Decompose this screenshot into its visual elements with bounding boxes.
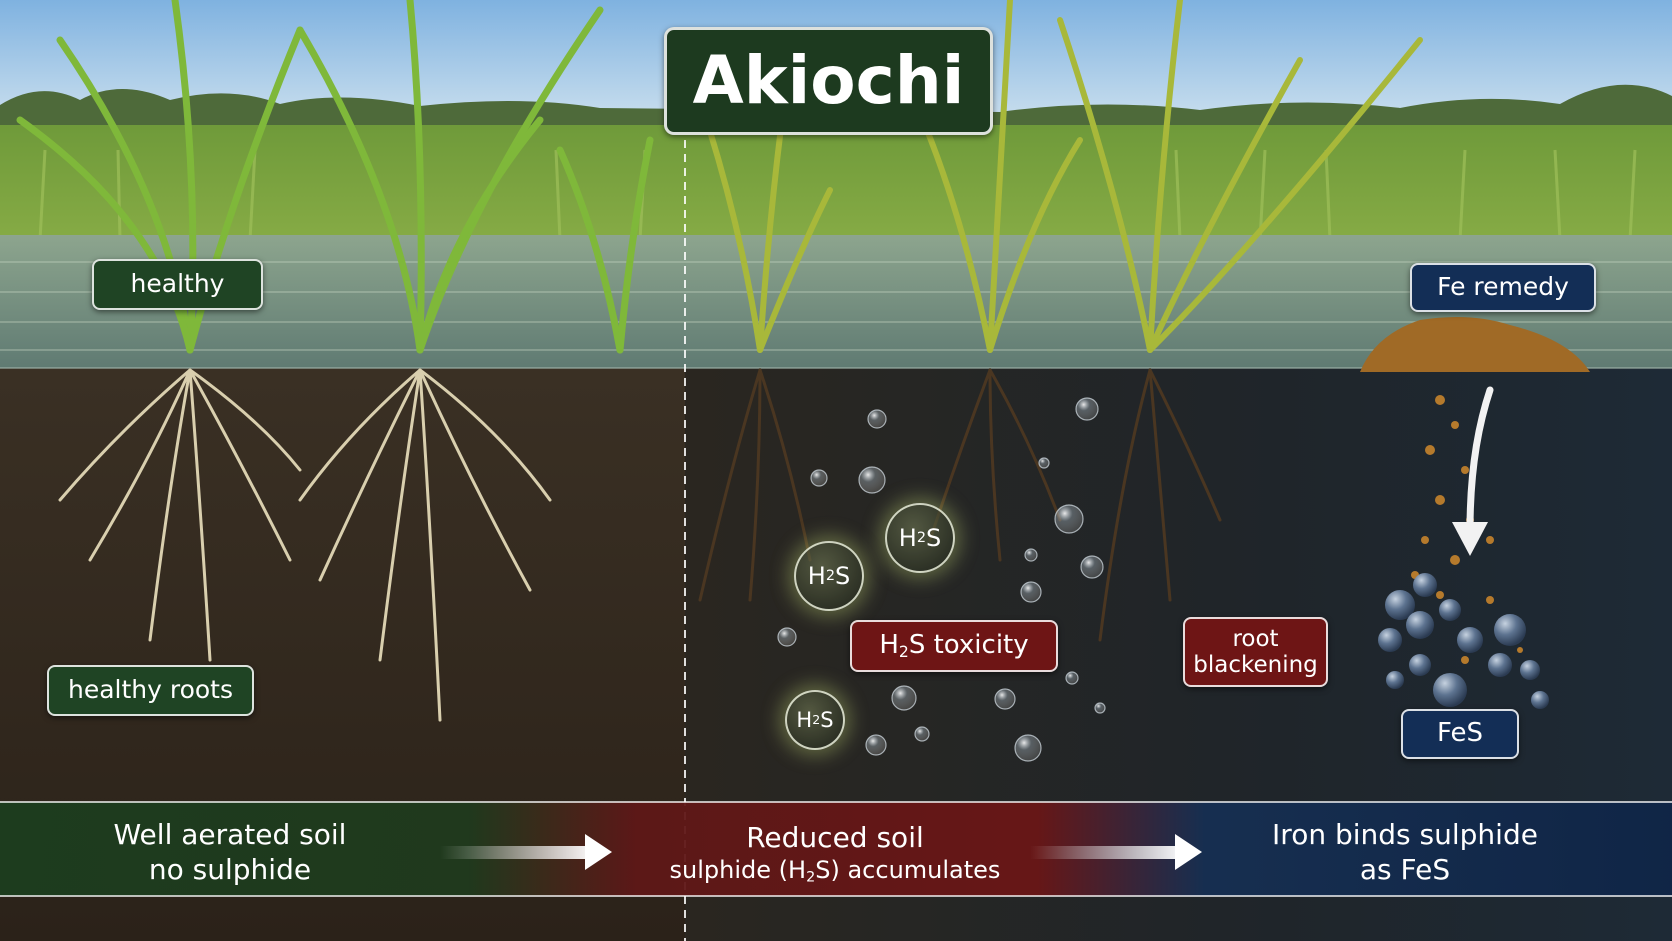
fes-label: FeS (1401, 709, 1519, 759)
root-blackening-label: root blackening (1183, 617, 1328, 687)
page-title: Akiochi (664, 27, 993, 135)
h2s-toxicity-subscript: 2 (898, 642, 909, 661)
stage-aerated-line1: Well aerated soil (113, 818, 347, 851)
h2s-bubble-s: S (925, 524, 942, 552)
stage-aerated-text: Well aerated soil no sulphide (80, 812, 380, 892)
h2s-bubble-s: S (834, 562, 851, 590)
h2s-toxicity-rest: S toxicity (908, 630, 1029, 661)
h2s-toxicity-text: H2S toxicity (879, 630, 1029, 661)
stage-aerated-line2: no sulphide (148, 853, 312, 886)
root-blackening-line1: root (1232, 625, 1279, 652)
fe-remedy-label: Fe remedy (1410, 263, 1596, 312)
h2s-bubble-h: H (796, 708, 813, 732)
stage-reduced-line2-subscript: 2 (806, 869, 816, 886)
stage-reduced-line2-pre: sulphide (H (669, 855, 807, 884)
stage-iron-line2: as FeS (1359, 853, 1451, 886)
stage-reduced-line2: sulphide (H2S) accumulates (620, 855, 1050, 885)
band-arrow-1 (440, 834, 612, 870)
h2s-bubble-h: H (898, 524, 917, 552)
h2s-toxicity-h: H (879, 630, 899, 661)
stage-iron-text: Iron binds sulphide as FeS (1240, 812, 1570, 892)
root-blackening-line2: blackening (1193, 652, 1318, 678)
healthy-roots-label: healthy roots (47, 665, 254, 716)
h2s-toxicity-label: H2S toxicity (850, 620, 1058, 672)
h2s-bubble-s: S (820, 708, 834, 732)
stage-reduced-line2-post: S) accumulates (815, 855, 1001, 884)
stage-iron-line1: Iron binds sulphide (1272, 818, 1538, 851)
stage-reduced-text: Reduced soil sulphide (H2S) accumulates (620, 812, 1050, 892)
stage-reduced-line1: Reduced soil (746, 820, 924, 854)
h2s-bubble-h: H (807, 562, 826, 590)
band-arrow-2 (1030, 834, 1202, 870)
healthy-label: healthy (92, 259, 263, 310)
